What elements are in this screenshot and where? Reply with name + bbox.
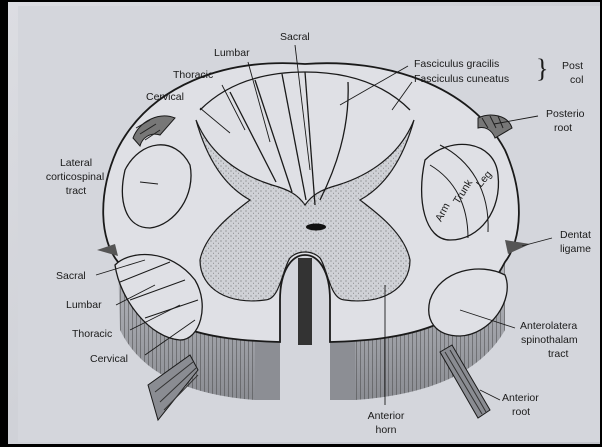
label-cervical-left: Cervical [90, 353, 128, 365]
label-anterior-horn-2: horn [358, 424, 414, 436]
label-fasciculus-cuneatus: Fasciculus cuneatus [414, 73, 509, 85]
label-anterolateral-1: Anterolatera [520, 320, 577, 332]
label-posterior-columns-2: col [570, 74, 583, 86]
label-posterior-root-2: root [554, 122, 572, 134]
label-dentate-2: ligame [560, 243, 591, 255]
label-cervical-top: Cervical [146, 91, 184, 103]
label-lumbar-top: Lumbar [214, 47, 250, 59]
label-anterolateral-3: tract [548, 348, 568, 360]
label-dentate-1: Dentat [560, 229, 591, 241]
brace-icon: } [536, 54, 548, 84]
dentate-ligament-right [505, 240, 530, 254]
label-posterior-root-1: Posterio [546, 108, 585, 120]
label-anterolateral-2: spinothalam [521, 334, 578, 346]
label-anterior-root-1: Anterior [502, 392, 539, 404]
label-posterior-columns-1: Post [562, 60, 583, 72]
label-sacral-top: Sacral [280, 31, 310, 43]
label-anterior-horn-1: Anterior [358, 410, 414, 422]
label-anterior-root-2: root [512, 406, 530, 418]
central-canal [306, 224, 326, 231]
label-lateral-cs-3: tract [46, 185, 106, 197]
label-lateral-cs-2: corticospinal [30, 171, 120, 183]
label-lateral-cs-1: Lateral [46, 157, 106, 169]
label-thoracic-left: Thoracic [72, 328, 112, 340]
dentate-ligament-left [97, 244, 118, 256]
label-sacral-left: Sacral [56, 270, 86, 282]
label-fasciculus-gracilis: Fasciculus gracilis [414, 58, 499, 70]
label-thoracic-top: Thoracic [173, 69, 213, 81]
label-lumbar-left: Lumbar [66, 299, 102, 311]
